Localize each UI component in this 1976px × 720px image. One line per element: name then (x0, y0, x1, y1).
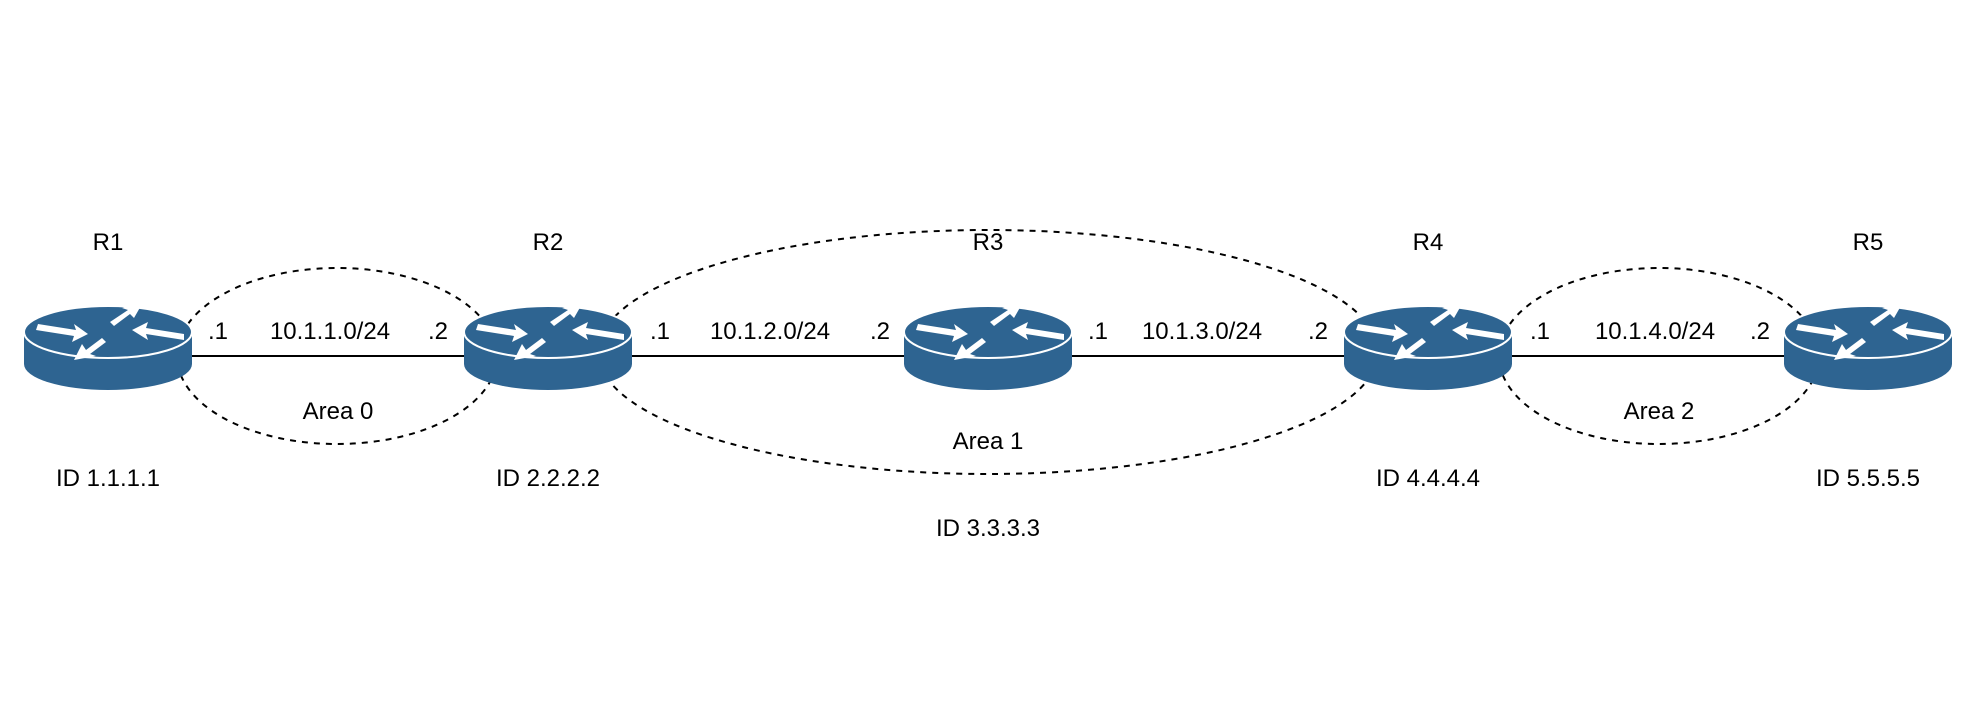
link-subnet-r3-r4: 10.1.3.0/24 (1142, 318, 1262, 345)
router-id-r2: ID 2.2.2.2 (496, 465, 600, 492)
link-subnet-r1-r2: 10.1.1.0/24 (270, 318, 390, 345)
router-name-r1: R1 (93, 229, 124, 256)
host-addr-r2-link2: .1 (650, 318, 670, 345)
router-icon (23, 303, 193, 391)
link-subnet-r2-r3: 10.1.2.0/24 (710, 318, 830, 345)
router-id-r4: ID 4.4.4.4 (1376, 465, 1480, 492)
router-r4[interactable] (1343, 303, 1513, 391)
router-name-r3: R3 (973, 229, 1004, 256)
router-r3[interactable] (903, 303, 1073, 391)
router-r5[interactable] (1783, 303, 1953, 391)
area-0-label: Area 0 (303, 398, 374, 425)
router-name-r4: R4 (1413, 229, 1444, 256)
area-1-label: Area 1 (953, 428, 1024, 455)
router-id-r1: ID 1.1.1.1 (56, 465, 160, 492)
router-id-r5: ID 5.5.5.5 (1816, 465, 1920, 492)
router-icon (1343, 303, 1513, 391)
router-r1[interactable] (23, 303, 193, 391)
router-id-r3: ID 3.3.3.3 (936, 515, 1040, 542)
router-icon (463, 303, 633, 391)
host-addr-r4-link3: .2 (1308, 318, 1328, 345)
link-subnet-r4-r5: 10.1.4.0/24 (1595, 318, 1715, 345)
host-addr-r3-link2: .2 (870, 318, 890, 345)
area-2-label: Area 2 (1624, 398, 1695, 425)
router-name-r5: R5 (1853, 229, 1884, 256)
host-addr-r2-link1: .2 (428, 318, 448, 345)
host-addr-r4-link4: .1 (1530, 318, 1550, 345)
host-addr-r1-link1: .1 (208, 318, 228, 345)
router-name-r2: R2 (533, 229, 564, 256)
host-addr-r5-link4: .2 (1750, 318, 1770, 345)
router-icon (1783, 303, 1953, 391)
router-icon (903, 303, 1073, 391)
router-r2[interactable] (463, 303, 633, 391)
host-addr-r3-link3: .1 (1088, 318, 1108, 345)
